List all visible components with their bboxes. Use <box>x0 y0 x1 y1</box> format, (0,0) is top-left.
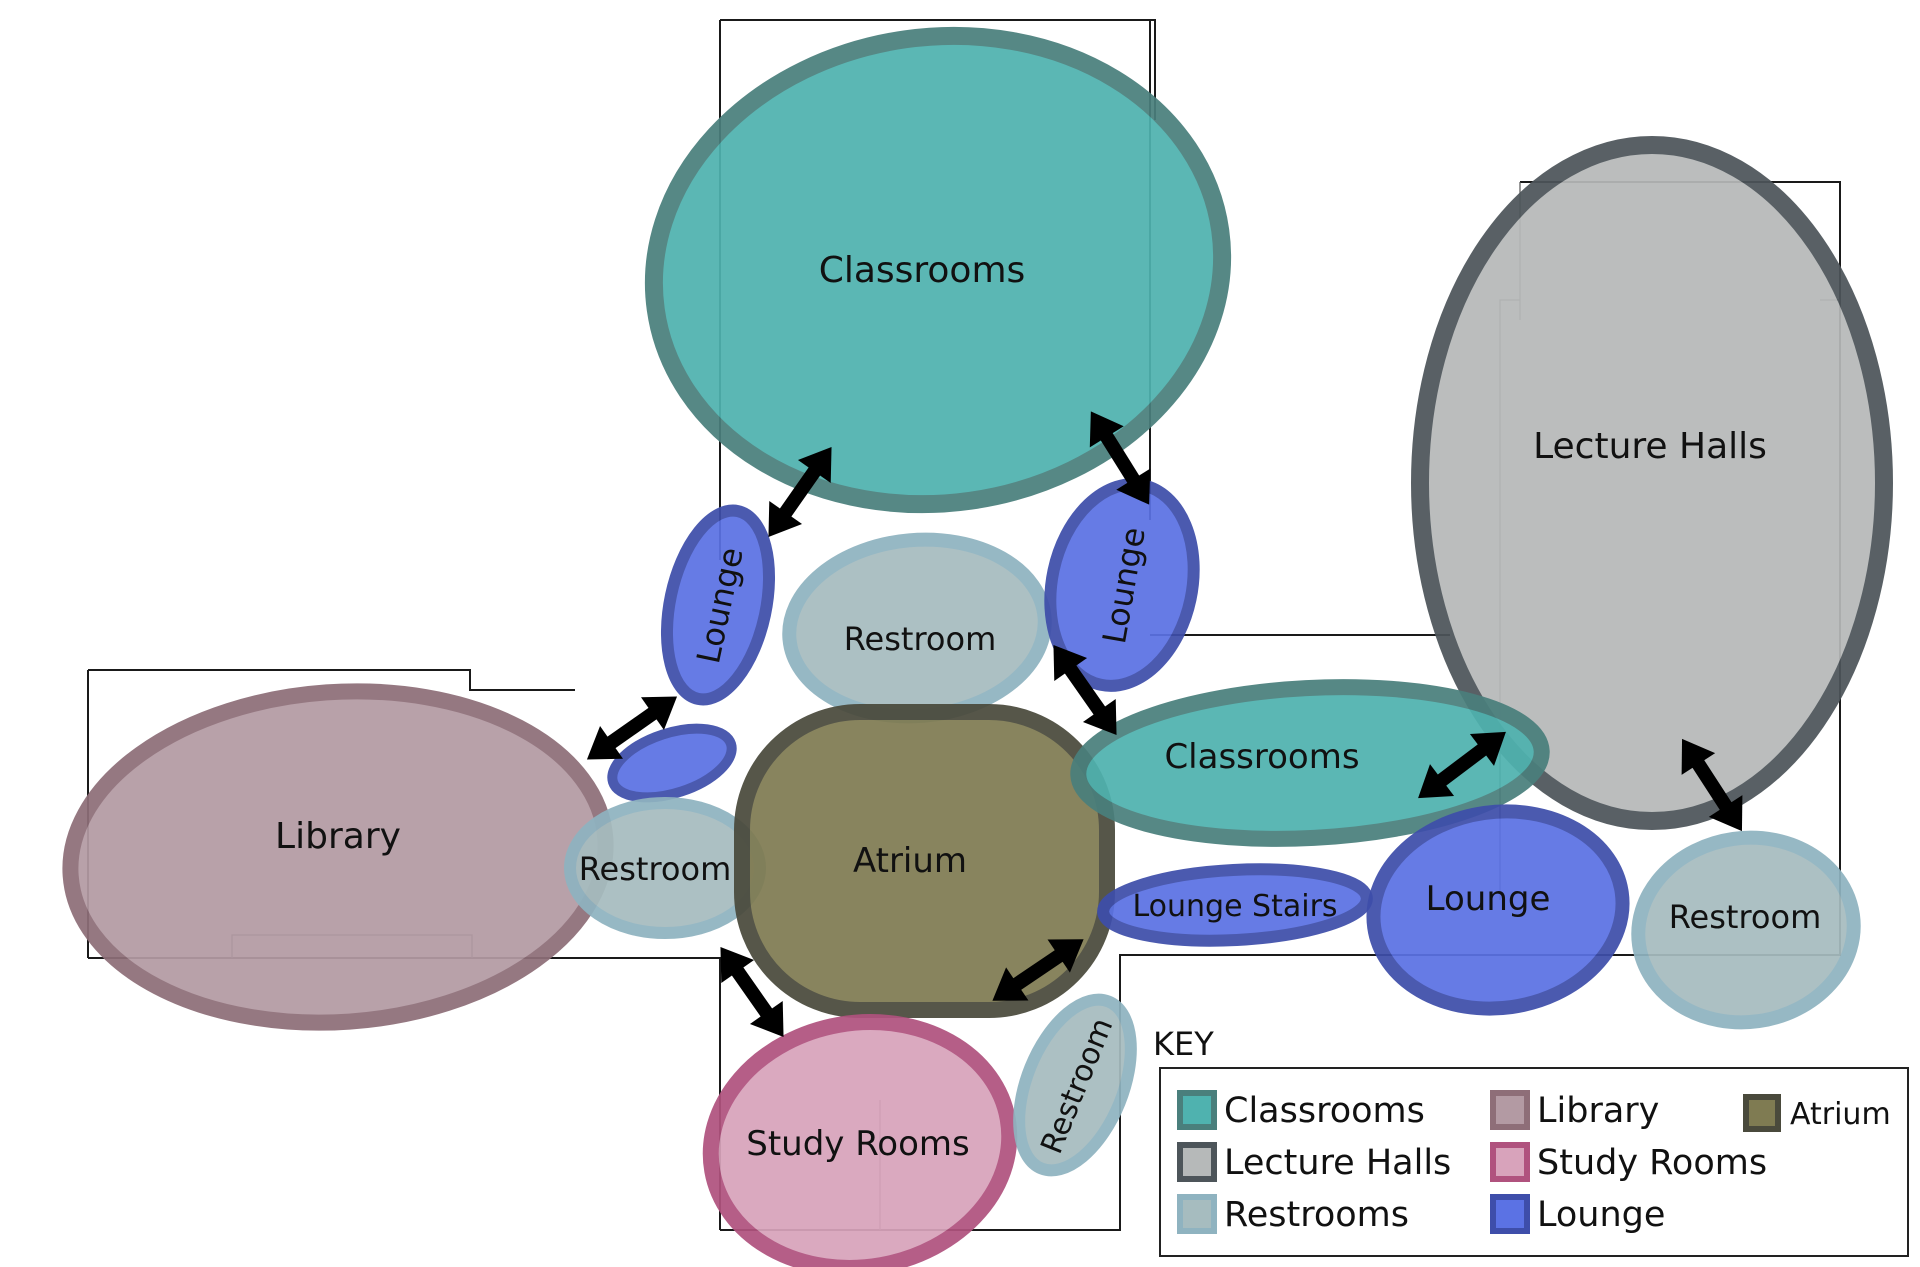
key-label-restrooms: Restrooms <box>1224 1195 1409 1235</box>
key-title: KEY <box>1153 1025 1214 1063</box>
key-label-atrium: Atrium <box>1790 1097 1891 1132</box>
key-label-lounge: Lounge <box>1537 1195 1665 1235</box>
classrooms-mid-label: Classrooms <box>1164 737 1359 777</box>
arrow-lounge-right-classrooms-mid <box>1053 644 1117 736</box>
lounge-stairs-label: Lounge Stairs <box>1132 889 1337 924</box>
key-swatch-lounge <box>1490 1194 1530 1234</box>
key-swatch-atrium <box>1743 1094 1781 1132</box>
lounge-small-bubble <box>607 723 737 803</box>
arrow-library-lounge <box>586 696 678 760</box>
classrooms-mid-bubble <box>1070 679 1550 847</box>
arrow-lounge-left-classrooms <box>768 446 832 538</box>
library-label: Library <box>275 816 401 857</box>
classrooms-top-bubble <box>644 26 1232 514</box>
key-label-classrooms: Classrooms <box>1224 1091 1425 1131</box>
lounge-left-bubble <box>660 504 776 706</box>
key-swatch-restrooms <box>1177 1194 1217 1234</box>
lecture-halls-bubble <box>1411 136 1893 830</box>
study-rooms-label: Study Rooms <box>746 1124 970 1164</box>
key-box <box>1159 1067 1909 1257</box>
atrium-label: Atrium <box>853 841 967 881</box>
arrow-lecture-halls-restroom <box>1681 738 1743 832</box>
adjacency-arrows <box>586 411 1743 1038</box>
key-label-library: Library <box>1537 1091 1659 1131</box>
key-swatch-classrooms <box>1177 1090 1217 1130</box>
key-legend: Classrooms Library Atrium Lecture Halls … <box>1159 1067 1909 1257</box>
library-bubble <box>62 683 614 1031</box>
restroom-left-label: Restroom <box>579 850 731 888</box>
key-swatch-study-rooms <box>1490 1142 1530 1182</box>
arrow-atrium-study-rooms <box>720 946 784 1038</box>
arrow-classrooms-lounge-right <box>1089 411 1151 505</box>
classrooms-top-label: Classrooms <box>819 250 1026 291</box>
restroom-center-label: Restroom <box>844 620 996 658</box>
restroom-east-bubble <box>1631 830 1861 1030</box>
arrow-study-rooms-lounge-stairs <box>992 939 1084 1001</box>
study-rooms-bubble <box>702 1014 1018 1267</box>
lounge-stairs-bubble <box>1097 863 1373 947</box>
restroom-bottom-bubble <box>1013 993 1137 1177</box>
arrow-classrooms-mid-lecture-halls <box>1418 731 1506 799</box>
key-label-lecture-halls: Lecture Halls <box>1224 1143 1451 1183</box>
lounge-east-bubble <box>1366 804 1630 1016</box>
lecture-halls-label: Lecture Halls <box>1533 426 1767 467</box>
key-label-study-rooms: Study Rooms <box>1537 1143 1767 1183</box>
restroom-east-label: Restroom <box>1669 898 1821 936</box>
key-swatch-library <box>1490 1090 1530 1130</box>
atrium-bubble <box>734 704 1115 1018</box>
key-swatch-lecture-halls <box>1177 1142 1217 1182</box>
lounge-east-label: Lounge <box>1426 879 1551 919</box>
